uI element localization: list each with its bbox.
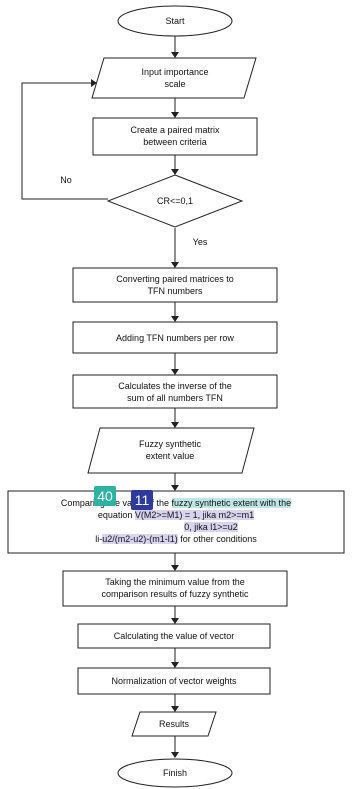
- comparing-line-4-post: for other conditions: [180, 534, 257, 544]
- paired-matrix-box: [92, 117, 258, 156]
- adding-tfn-label: Adding TFN numbers per row: [116, 333, 234, 343]
- no-label: No: [60, 175, 72, 185]
- annotation-badge-navy[interactable]: 11: [131, 490, 153, 510]
- arrow-head: [171, 169, 179, 175]
- minimum-line-2: comparison results of fuzzy synthetic: [101, 589, 249, 599]
- decision-label: CR<=0,1: [156, 196, 194, 206]
- arrow-head: [171, 316, 179, 322]
- inverse-sum-label: Calculates the inverse of the sum of all…: [73, 380, 277, 404]
- comparing-line-4-pre: li-: [95, 534, 103, 544]
- tfn-convert-box: [72, 267, 278, 303]
- arrow-head: [171, 485, 179, 491]
- results-label: Results: [158, 719, 189, 729]
- comparing-line-4-highlight: u2/(m2-u2)-(m1-l1): [102, 534, 178, 544]
- fuzzy-value-line-2: extent value: [145, 451, 195, 461]
- arrow-head: [171, 52, 179, 58]
- arrow-head: [171, 422, 179, 428]
- yes-label: Yes: [192, 237, 208, 247]
- comparing-line-2: equation V(M2>=M1) = 1, jika m2>=m1: [8, 509, 344, 521]
- comparing-line-4: li-u2/(m2-u2)-(m1-l1) for other conditio…: [8, 533, 344, 545]
- comparing-line-1-highlight: fuzzy synthetic extent with the: [171, 498, 292, 508]
- inverse-sum-box: [72, 374, 278, 409]
- comparing-line-3-highlight: 0, jika l1>=u2: [184, 522, 238, 532]
- comparing-line-2-highlight: V(M2>=M1) = 1, jika m2>=m1: [134, 510, 255, 520]
- arrow-head: [171, 112, 179, 118]
- finish-label: Finish: [162, 768, 187, 778]
- arrow-head: [171, 752, 179, 758]
- tfn-convert-line-2: TFN numbers: [147, 286, 203, 296]
- comparing-line-1-pre: Comparing: [60, 498, 105, 508]
- vector-value-label: Calculating the value of vector: [113, 631, 235, 641]
- arrow-head: [171, 565, 179, 571]
- fuzzy-value-label: Fuzzy synthetic extent value: [95, 438, 245, 462]
- comparing-line-3: 0, jika l1>=u2: [8, 521, 344, 533]
- tfn-convert-label: Converting paired matrices to TFN number…: [73, 273, 277, 297]
- normalization-label: Normalization of vector weights: [111, 676, 237, 686]
- minimum-label: Taking the minimum value from the compar…: [63, 576, 287, 600]
- connector-no-loop: [21, 82, 108, 200]
- input-scale-parallelogram: [91, 57, 257, 99]
- inverse-sum-line-2: sum of all numbers TFN: [127, 393, 223, 403]
- cr-decision-diamond: [106, 174, 244, 228]
- adding-tfn-box: [72, 321, 278, 354]
- tfn-convert-line-1: Converting paired matrices to: [116, 274, 234, 284]
- arrow-head: [171, 618, 179, 624]
- comparing-line-2-pre: equation: [97, 510, 133, 520]
- paired-matrix-line-1: Create a paired matrix: [130, 125, 220, 135]
- paired-matrix-label: Create a paired matrix between criteria: [93, 124, 257, 148]
- minimum-line-1: Taking the minimum value from the: [105, 577, 245, 587]
- minimum-box: [62, 570, 288, 607]
- inverse-sum-line-1: Calculates the inverse of the: [118, 381, 232, 391]
- input-scale-line-1: Input importance: [141, 67, 209, 77]
- fuzzy-value-line-1: Fuzzy synthetic: [138, 439, 202, 449]
- annotation-badge-teal[interactable]: 40: [94, 486, 116, 506]
- input-scale-label: Input importance scale: [95, 66, 255, 90]
- normalization-box: [77, 667, 271, 695]
- paired-matrix-line-2: between criteria: [143, 137, 207, 147]
- arrow-head: [171, 262, 179, 268]
- arrow-head: [171, 369, 179, 375]
- arrow-head: [171, 662, 179, 668]
- finish-terminator: [117, 758, 233, 788]
- results-parallelogram: [131, 711, 217, 737]
- comparing-line-1: Comparing the value of the fuzzy synthet…: [8, 497, 344, 509]
- comparing-label: Comparing the value of the fuzzy synthet…: [8, 497, 344, 545]
- input-scale-line-2: scale: [164, 79, 186, 89]
- fuzzy-value-parallelogram: [87, 427, 255, 474]
- arrow-head: [91, 79, 97, 87]
- start-label: Start: [165, 16, 185, 26]
- start-terminator: [117, 5, 233, 37]
- arrow-head: [171, 706, 179, 712]
- vector-value-box: [77, 623, 271, 649]
